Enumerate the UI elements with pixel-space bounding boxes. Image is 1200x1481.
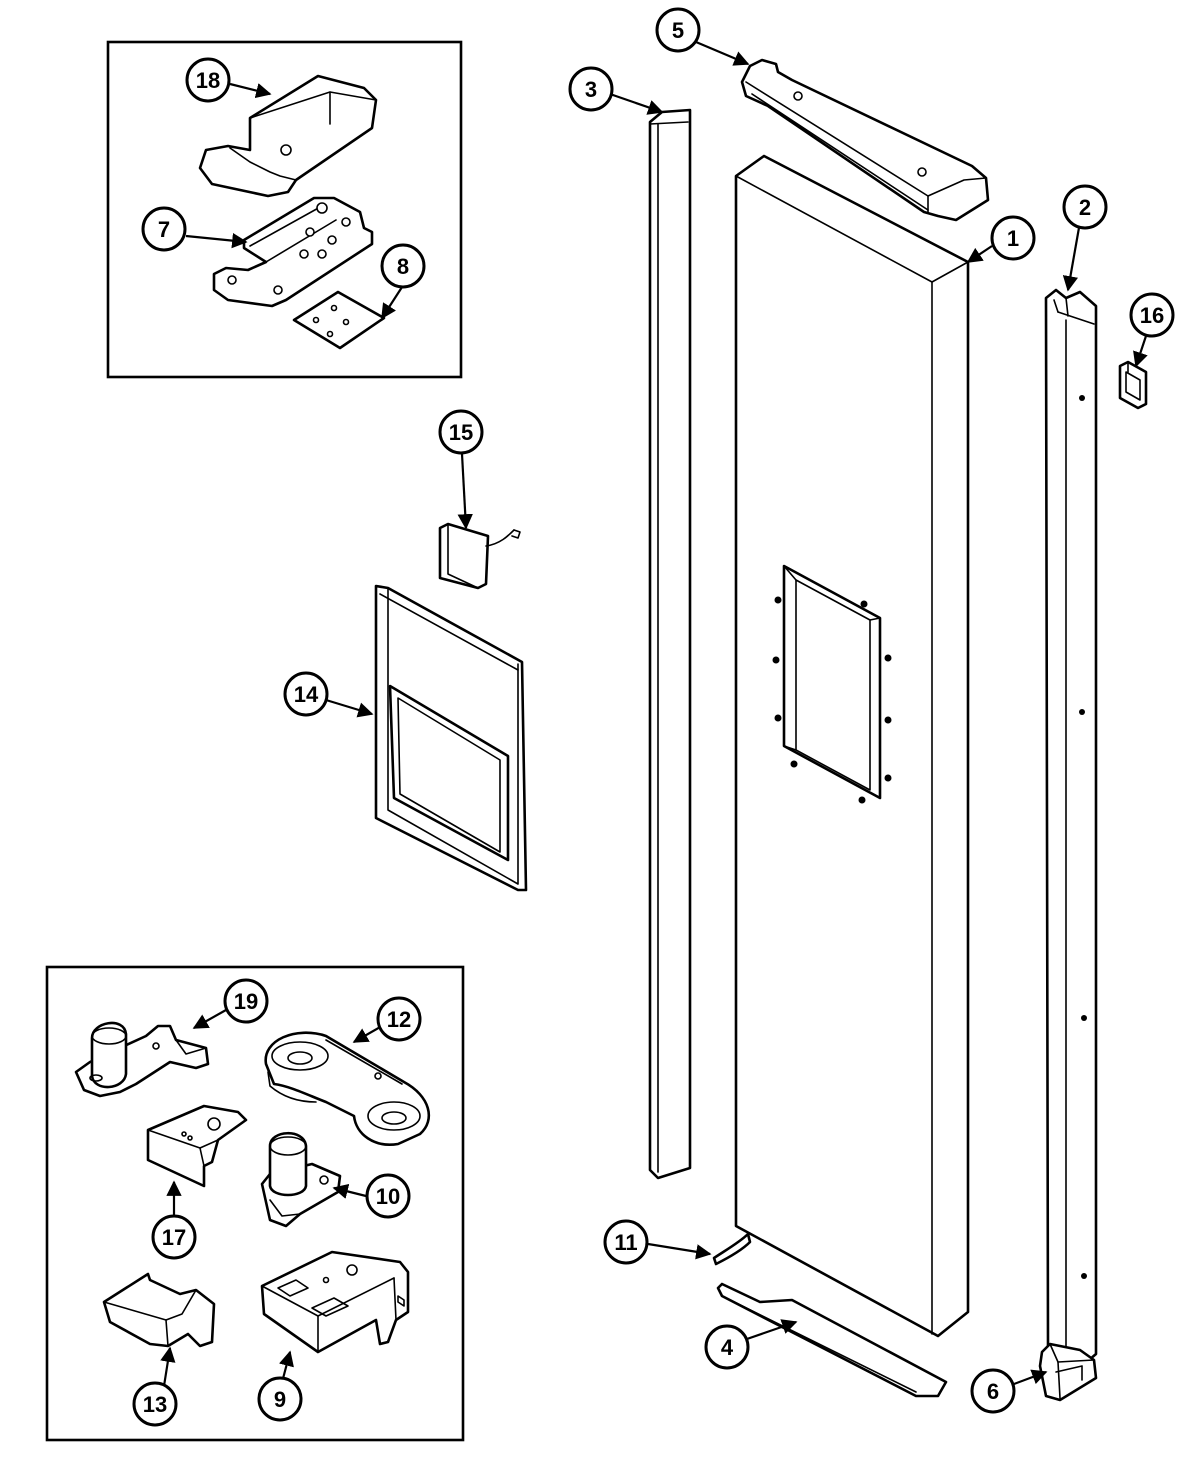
callout-12-label: 12 — [387, 1007, 411, 1032]
callout-6: 6 — [970, 1368, 1016, 1414]
part-shim — [292, 290, 386, 350]
callout-19-label: 19 — [234, 989, 258, 1014]
callout-6-label: 6 — [987, 1379, 999, 1404]
callout-19: 19 — [223, 978, 269, 1024]
callout-8-label: 8 — [397, 254, 409, 279]
callout-4-label: 4 — [721, 1335, 734, 1360]
part-control-module — [438, 522, 521, 590]
callout-18-label: 18 — [196, 68, 220, 93]
callout-15: 15 — [438, 409, 484, 455]
callout-9-label: 9 — [274, 1387, 286, 1412]
callout-13-label: 13 — [143, 1392, 167, 1417]
callout-9: 9 — [257, 1376, 303, 1422]
callout-18: 18 — [185, 57, 231, 103]
callout-14: 14 — [283, 671, 329, 717]
part-hinge-cover — [198, 74, 378, 198]
callout-7-label: 7 — [158, 217, 170, 242]
part-hinge-pin-bracket — [74, 1021, 210, 1098]
part-door-trim-left — [648, 108, 692, 1180]
callout-10-label: 10 — [376, 1184, 400, 1209]
part-lower-hinge-cover — [102, 1272, 216, 1348]
part-door-panel — [734, 154, 970, 1338]
callout-5-label: 5 — [672, 18, 684, 43]
part-door-trim-right — [1044, 288, 1098, 1368]
callout-1-label: 1 — [1007, 226, 1019, 251]
callout-11: 11 — [603, 1219, 649, 1265]
callout-2: 2 — [1062, 184, 1108, 230]
callout-17: 17 — [151, 1214, 197, 1260]
part-trim-end-cap — [1038, 1342, 1098, 1402]
callout-3: 3 — [568, 66, 614, 112]
callout-8: 8 — [380, 243, 426, 289]
callout-13: 13 — [132, 1381, 178, 1427]
callout-17-label: 17 — [162, 1225, 186, 1250]
callout-11-label: 11 — [614, 1230, 637, 1255]
part-hinge-plate — [212, 196, 374, 308]
callout-15-label: 15 — [449, 420, 473, 445]
part-lower-hinge-plate — [260, 1250, 410, 1354]
callout-7: 7 — [141, 206, 187, 252]
callout-10: 10 — [365, 1173, 411, 1219]
callout-5: 5 — [655, 7, 701, 53]
part-small-bracket — [1118, 360, 1148, 410]
part-hinge-bearing-plate — [264, 1031, 431, 1146]
part-shim-bracket — [146, 1104, 248, 1188]
part-door-top-cap — [740, 58, 990, 222]
callout-16: 16 — [1129, 292, 1175, 338]
callout-4: 4 — [704, 1324, 750, 1370]
inset-box-top — [106, 40, 463, 379]
inset-box-bottom — [45, 965, 465, 1442]
part-dispenser-frame — [374, 584, 528, 892]
callout-3-label: 3 — [585, 77, 597, 102]
callout-16-label: 16 — [1140, 303, 1164, 328]
callout-2-label: 2 — [1079, 195, 1091, 220]
callout-1: 1 — [990, 215, 1036, 261]
callout-12: 12 — [376, 996, 422, 1042]
leader-lines — [160, 40, 1148, 1391]
part-bottom-clip — [712, 1232, 752, 1266]
part-lower-hinge-pin — [260, 1132, 342, 1228]
callout-14-label: 14 — [294, 682, 319, 707]
